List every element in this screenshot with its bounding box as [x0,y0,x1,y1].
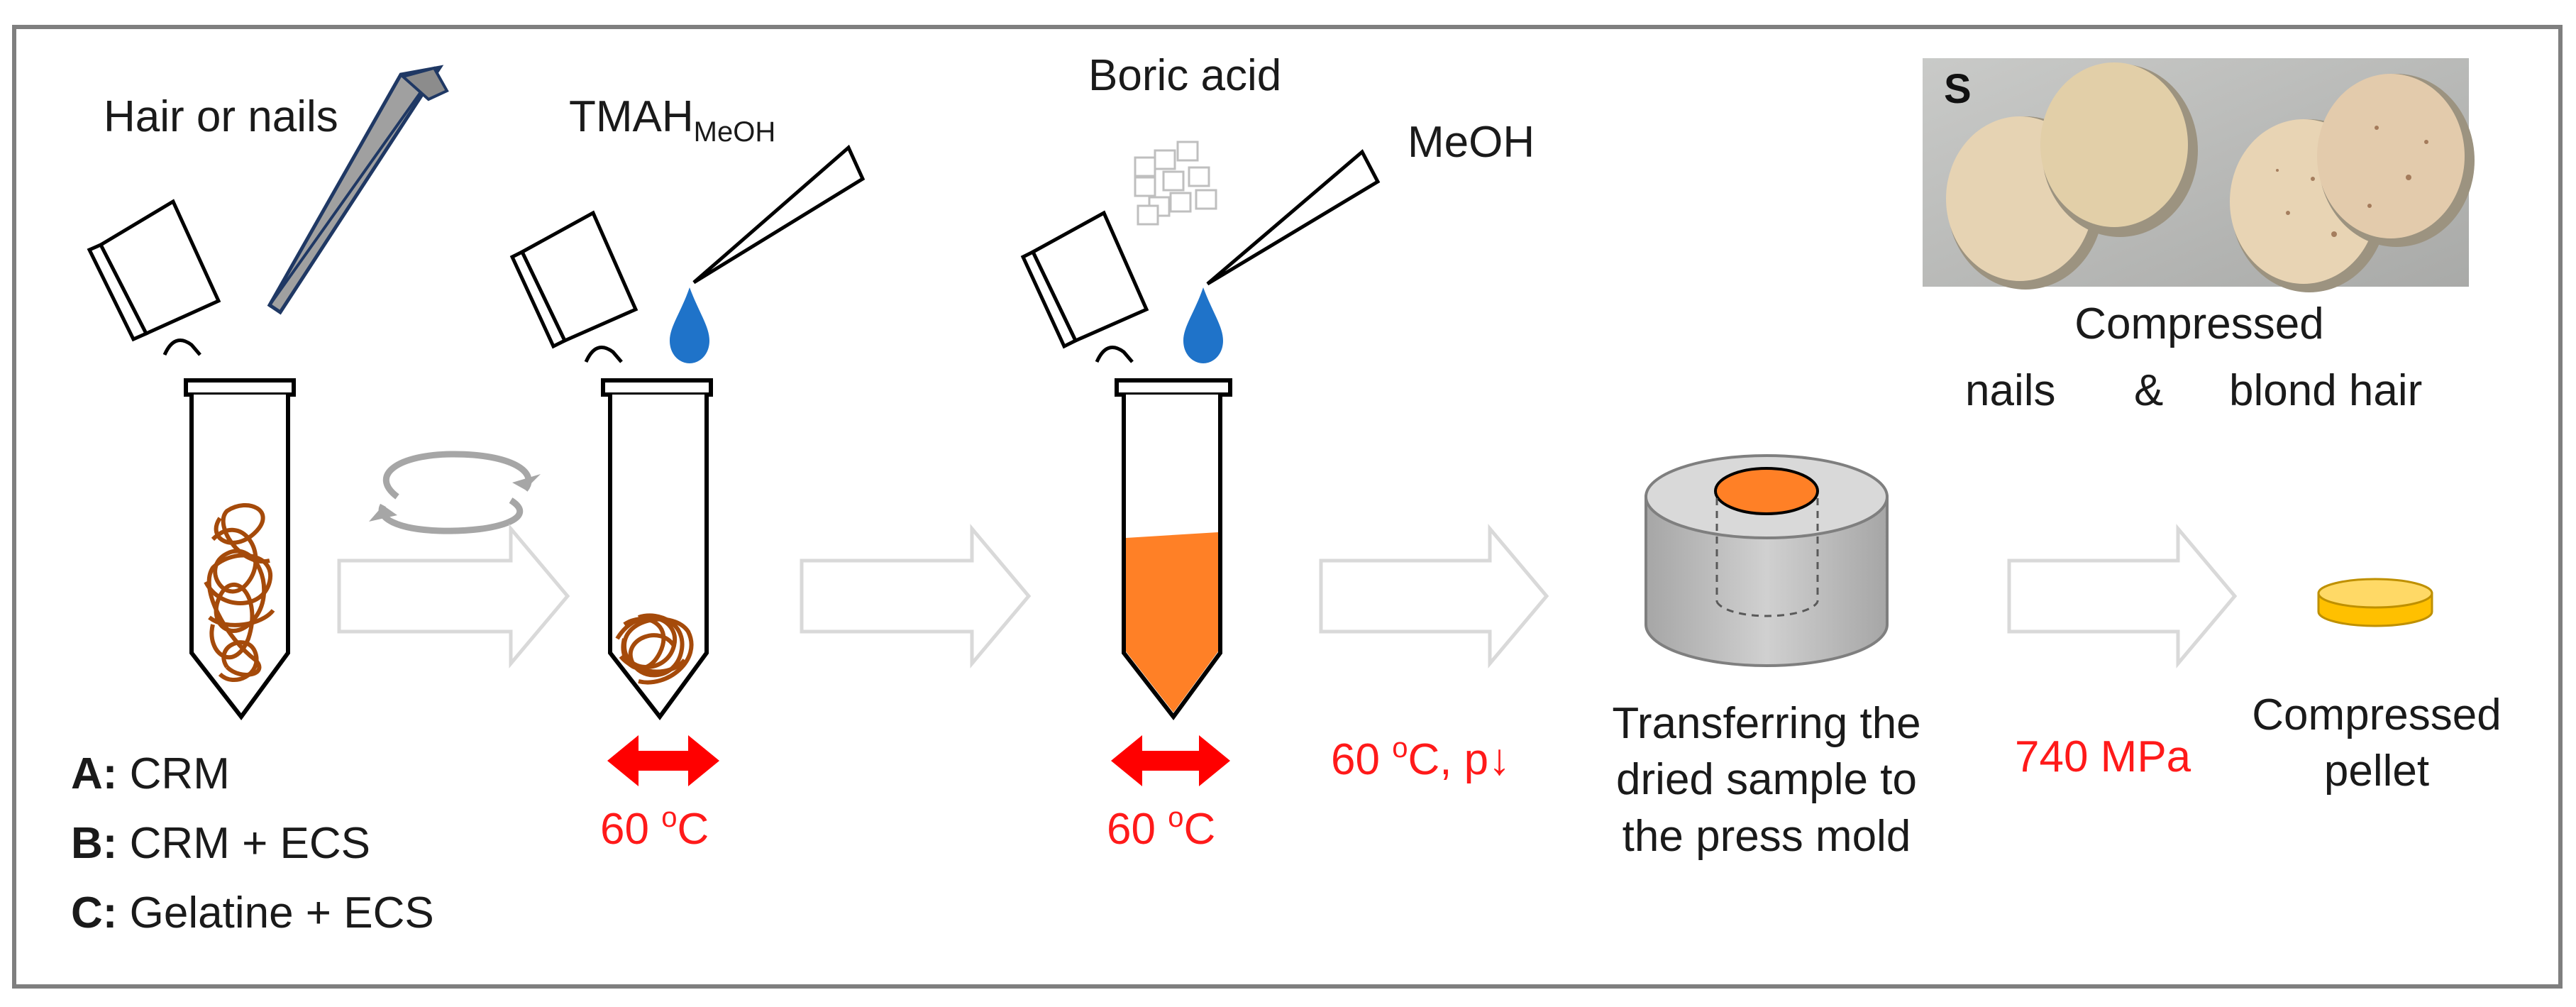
sample-c-label: C: Gelatine + ECS [71,887,434,940]
sample-c-value: Gelatine + ECS [117,888,434,937]
transfer-line-1: Transferring the [1612,699,1921,748]
liquid-fill [1126,532,1218,712]
temperature-sup: o [661,802,678,833]
transfer-line-3: the press mold [1622,811,1911,861]
temperature-label-2: 60 oC [1107,800,1215,856]
pipette-icon-1 [692,144,866,285]
temperature-value: 60 [1331,735,1393,784]
temperature-value: 60 [1107,805,1168,854]
pressure-label: 740 MPa [2015,732,2191,781]
process-arrow-3 [1319,524,1549,668]
nails-label: nails [1965,366,2056,415]
tube-3-lid [1020,210,1149,363]
pellet-label: Compressed pellet [2213,687,2540,800]
tmah-subscript: MeOH [693,116,776,148]
sample-b-value: CRM + ECS [117,819,370,868]
tmah-label: TMAHMeOH [569,91,775,149]
hair-or-nails-label: Hair or nails [104,92,338,141]
transfer-label: Transferring the dried sample to the pre… [1575,695,1958,864]
temperature-label-1: 60 oC [600,800,709,856]
temperature-unit: C [677,805,709,854]
temperature-unit: C, p↓ [1408,735,1511,784]
sample-a-value: CRM [117,749,230,798]
tube-1 [87,65,449,720]
press-mold-icon [1644,454,1889,667]
vortex-mixing-icon [369,451,541,534]
tube-3 [1020,149,1381,720]
drop-icon-2 [1183,287,1223,363]
sample-b-key: B: [71,819,118,868]
boric-acid-cubes-icon [1134,141,1217,226]
tube-1-lid [87,199,221,356]
sample-b-label: B: CRM + ECS [71,818,370,870]
pellet-disc [2040,62,2198,237]
temperature-pressure-label: 60 oC, p↓ [1331,731,1510,786]
pipette-icon-2 [1206,149,1381,286]
process-arrow-4 [2007,524,2238,668]
process-arrow-2 [800,524,1032,668]
hair-sample-2 [615,613,694,685]
pellet-line-1: Compressed [2252,690,2502,739]
temperature-value: 60 [600,805,662,854]
ampersand-label: & [2134,366,2164,415]
pellet-line-2: pellet [2323,747,2430,796]
tube-1-body [184,378,296,720]
temperature-sup: o [1392,732,1408,764]
meoh-label: MeOH [1408,118,1535,167]
boric-acid-label: Boric acid [1088,51,1282,100]
drop-icon-1 [670,287,709,363]
sample-a-key: A: [71,749,118,798]
compressed-samples-label: Compressed [2074,299,2324,348]
tube-2-lid [509,210,639,363]
pellet-disc [2317,74,2475,247]
compressed-pellet-icon [2317,578,2433,627]
sample-a-label: A: CRM [71,748,230,800]
tmah-text: TMAH [569,92,694,141]
photo-label: S [1944,66,1972,112]
pellets-photo [1923,58,2475,292]
heat-arrow-1 [607,735,719,786]
sample-c-key: C: [71,888,118,937]
transfer-line-2: dried sample to [1616,755,1917,805]
process-arrow-1 [337,524,570,668]
hair-sample-1 [204,503,275,683]
tweezers-icon [267,65,449,315]
blond-hair-label: blond hair [2229,366,2423,415]
temperature-unit: C [1183,805,1216,854]
tube-2 [509,144,866,720]
temperature-sup: o [1168,802,1184,833]
heat-arrow-2 [1111,735,1230,786]
